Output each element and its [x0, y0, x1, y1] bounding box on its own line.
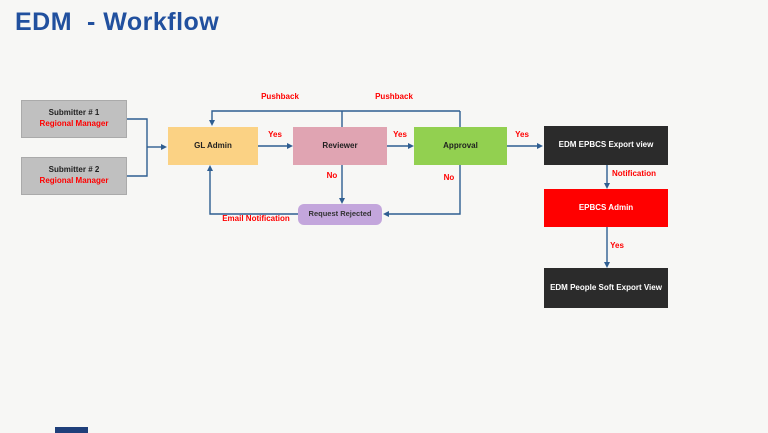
edge-label-email-notification: Email Notification: [222, 214, 290, 223]
edge-submitters-merge: [127, 118, 148, 177]
node-submitter-1: Submitter # 1 Regional Manager: [21, 100, 127, 138]
node-label: Reviewer: [322, 140, 358, 150]
edge-label-no-reviewer: No: [326, 171, 338, 180]
edge-email-notification: [207, 165, 298, 215]
node-label: Request Rejected: [308, 209, 372, 219]
edge-label-no-approval: No: [443, 173, 455, 182]
node-submitter-2: Submitter # 2 Regional Manager: [21, 157, 127, 195]
page-title: EDM - Workflow: [15, 8, 220, 36]
node-label: EDM EPBCS Export view: [558, 140, 654, 150]
edge-label-yes-3: Yes: [515, 130, 529, 139]
edge-approval-no: [383, 165, 461, 217]
node-edm-peoplesoft-export-view: EDM People Soft Export View: [544, 268, 668, 308]
node-request-rejected: Request Rejected: [298, 204, 382, 225]
node-edm-epbcs-export-view: EDM EPBCS Export view: [544, 126, 668, 165]
edge-label-yes-2: Yes: [393, 130, 407, 139]
edge-label-yes-4: Yes: [610, 241, 624, 250]
node-label: Submitter # 1: [48, 108, 100, 118]
edge-label-pushback-left: Pushback: [261, 92, 299, 101]
node-epbcs-admin: EPBCS Admin: [544, 189, 668, 227]
footer-accent-bar: [55, 427, 88, 433]
node-label: EPBCS Admin: [578, 202, 634, 212]
node-approval: Approval: [414, 127, 507, 165]
node-sublabel: Regional Manager: [39, 119, 109, 128]
node-label: GL Admin: [194, 140, 232, 150]
edge-label-notification: Notification: [612, 169, 656, 178]
edge-label-pushback-right: Pushback: [375, 92, 413, 101]
node-gl-admin: GL Admin: [168, 127, 258, 165]
node-reviewer: Reviewer: [293, 127, 387, 165]
node-label: EDM People Soft Export View: [550, 282, 662, 292]
edge-pushback-return: [209, 110, 460, 126]
node-label: Approval: [443, 140, 478, 150]
edge-label-yes-1: Yes: [268, 130, 282, 139]
node-label: Submitter # 2: [48, 165, 100, 175]
node-sublabel: Regional Manager: [39, 176, 109, 185]
